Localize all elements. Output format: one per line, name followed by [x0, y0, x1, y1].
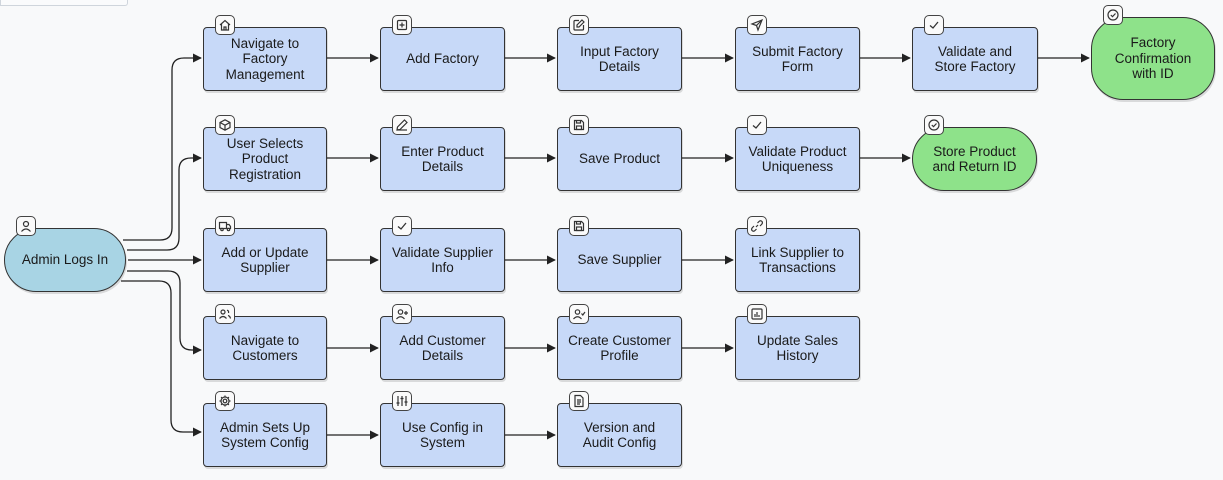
node-label: Navigate to Customers	[230, 332, 300, 364]
save-icon	[569, 115, 589, 135]
plus-square-icon	[392, 15, 412, 35]
top-left-tab	[0, 0, 128, 6]
send-icon	[747, 15, 767, 35]
node-label: Use Config in System	[401, 419, 484, 451]
node-label: Submit Factory Form	[752, 43, 843, 75]
edge-admin-to-nav-customers	[127, 270, 202, 355]
node-label: Add or Update Supplier	[221, 244, 309, 276]
node-label: Admin Sets Up System Config	[219, 419, 311, 451]
bar-chart-icon	[747, 304, 767, 324]
node-label: User Selects Product Registration	[226, 135, 304, 182]
pencil-icon	[392, 115, 412, 135]
node-label: Admin Logs In	[21, 252, 109, 268]
users-icon	[215, 304, 235, 324]
node-label: Link Supplier to Transactions	[750, 244, 845, 276]
node-add-customer-details[interactable]: Add Customer Details	[380, 316, 505, 380]
node-navigate-customers[interactable]: Navigate to Customers	[203, 316, 327, 380]
node-navigate-factory-management[interactable]: Navigate to Factory Management	[203, 27, 327, 91]
node-label: Create Customer Profile	[568, 332, 671, 364]
save-icon	[569, 216, 589, 236]
node-label: Version and Audit Config	[582, 419, 657, 451]
link-icon	[747, 216, 767, 236]
node-label: Validate Supplier Info	[391, 244, 494, 276]
node-admin-sets-up-config[interactable]: Admin Sets Up System Config	[203, 403, 327, 467]
check-icon	[392, 216, 412, 236]
check-circle-icon	[924, 115, 944, 135]
node-label: Validate Product Uniqueness	[748, 143, 847, 175]
user-check-icon	[569, 304, 589, 324]
node-label: Save Supplier	[577, 252, 662, 268]
node-add-factory[interactable]: Add Factory	[380, 27, 505, 91]
node-label: Update Sales History	[756, 332, 839, 364]
user-icon	[16, 216, 36, 236]
edge-admin-to-setup-config	[121, 280, 202, 437]
node-label: Validate and Store Factory	[934, 43, 1016, 75]
check-circle-icon	[1103, 5, 1123, 25]
node-factory-confirmation[interactable]: Factory Confirmation with ID	[1091, 17, 1215, 100]
node-label: Enter Product Details	[401, 143, 484, 175]
truck-icon	[215, 216, 235, 236]
edit-icon	[569, 15, 589, 35]
settings-icon	[215, 391, 235, 411]
node-update-sales-history[interactable]: Update Sales History	[735, 316, 860, 380]
node-input-factory-details[interactable]: Input Factory Details	[557, 27, 682, 91]
file-text-icon	[569, 391, 589, 411]
node-user-selects-product[interactable]: User Selects Product Registration	[203, 127, 327, 191]
check-icon	[924, 15, 944, 35]
home-icon	[215, 15, 235, 35]
node-version-audit-config[interactable]: Version and Audit Config	[557, 403, 682, 467]
user-plus-icon	[392, 304, 412, 324]
node-validate-store-factory[interactable]: Validate and Store Factory	[912, 27, 1038, 91]
sliders-icon	[392, 391, 412, 411]
node-store-product[interactable]: Store Product and Return ID	[912, 127, 1037, 191]
package-icon	[215, 115, 235, 135]
node-create-customer-profile[interactable]: Create Customer Profile	[557, 316, 682, 380]
node-save-product[interactable]: Save Product	[557, 127, 682, 191]
node-save-supplier[interactable]: Save Supplier	[557, 228, 682, 292]
node-admin-logs-in[interactable]: Admin Logs In	[4, 228, 126, 292]
node-add-update-supplier[interactable]: Add or Update Supplier	[203, 228, 327, 292]
node-label: Navigate to Factory Management	[225, 35, 305, 82]
node-label: Input Factory Details	[580, 43, 659, 75]
node-label: Add Factory	[406, 51, 479, 67]
node-enter-product-details[interactable]: Enter Product Details	[380, 127, 505, 191]
node-label: Save Product	[578, 151, 661, 167]
check-icon	[747, 115, 767, 135]
node-label: Add Customer Details	[399, 332, 486, 364]
node-link-supplier-transactions[interactable]: Link Supplier to Transactions	[735, 228, 860, 292]
edge-admin-to-nav-factory	[123, 53, 202, 241]
node-validate-supplier-info[interactable]: Validate Supplier Info	[380, 228, 505, 292]
node-label: Factory Confirmation with ID	[1114, 35, 1192, 82]
node-use-config[interactable]: Use Config in System	[380, 403, 505, 467]
node-label: Store Product and Return ID	[932, 143, 1017, 175]
edge-admin-to-user-selects	[127, 153, 202, 251]
node-validate-product-uniqueness[interactable]: Validate Product Uniqueness	[735, 127, 860, 191]
node-submit-factory-form[interactable]: Submit Factory Form	[735, 27, 860, 91]
